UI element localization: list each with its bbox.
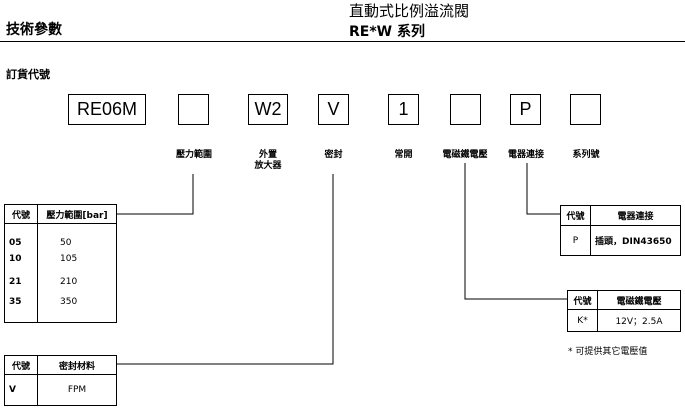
table-header-row: 代號 密封材料 xyxy=(4,355,117,375)
pressure-range-table: 代號 壓力範圍[bar] 05 10 21 35 50 105 210 350 xyxy=(4,204,117,323)
table-header-cell: 壓力範圍[bar] xyxy=(37,204,117,224)
table-header-cell: 代號 xyxy=(4,355,38,375)
table-row: P 插頭，DIN43650 xyxy=(560,225,681,256)
table-header-row: 代號 壓力範圍[bar] xyxy=(4,204,117,224)
series-title: RE*W 系列 xyxy=(349,24,425,40)
table-cell: K* xyxy=(567,309,598,332)
table-row: K* 12V；2.5A xyxy=(567,309,681,332)
table-cell: 35 xyxy=(9,297,22,307)
code-box-amplifier: W2 xyxy=(248,94,288,125)
seal-material-table: 代號 密封材料 V FPM xyxy=(4,355,117,406)
section-title: 訂貨代號 xyxy=(6,68,50,81)
label-connector: 電器連接 xyxy=(507,150,544,160)
code-box-series xyxy=(570,94,601,125)
table-cell: 21 xyxy=(9,277,22,287)
code-box-connector: P xyxy=(510,94,541,125)
table-header-cell: 電器連接 xyxy=(590,205,681,226)
table-cell: 50 xyxy=(60,238,72,248)
table-cell: 插頭，DIN43650 xyxy=(590,225,681,256)
label-pressure-range: 壓力範圍 xyxy=(175,150,212,160)
table-cell: 210 xyxy=(60,277,78,287)
line-seal xyxy=(117,174,334,365)
label-external-amplifier-line2: 放大器 xyxy=(254,161,282,171)
table-cell: V xyxy=(4,374,38,406)
connector-table: 代號 電器連接 P 插頭，DIN43650 xyxy=(560,205,681,256)
code-box-normally-open: 1 xyxy=(388,94,419,125)
product-title: 直動式比例溢流閥 xyxy=(349,2,470,20)
table-cell: 10 xyxy=(9,254,22,264)
table-cell: 12V；2.5A xyxy=(597,309,681,332)
table-cell: 105 xyxy=(60,254,78,264)
voltage-footnote: * 可提供其它電壓值 xyxy=(568,347,648,357)
table-header-row: 代號 電器連接 xyxy=(560,205,681,226)
table-body: 05 10 21 35 50 105 210 350 xyxy=(4,223,117,323)
value-column: 50 105 210 350 xyxy=(37,223,117,323)
table-header-cell: 代號 xyxy=(4,204,38,224)
label-seal: 密封 xyxy=(324,150,343,160)
table-header-row: 代號 電磁鐵電壓 xyxy=(567,290,681,310)
table-header-cell: 電磁鐵電壓 xyxy=(597,290,681,310)
label-normally-open: 常開 xyxy=(394,150,413,160)
line-connector xyxy=(526,163,560,215)
line-pressure xyxy=(117,174,194,215)
page-heading: 技術參數 xyxy=(6,22,62,38)
code-box-voltage xyxy=(450,94,481,125)
label-external-amplifier: 外置 放大器 xyxy=(248,150,288,172)
code-box-seal: V xyxy=(318,94,349,125)
table-row: V FPM xyxy=(4,374,117,406)
code-box-model: RE06M xyxy=(68,94,146,125)
label-solenoid-voltage: 電磁鐵電壓 xyxy=(442,150,488,160)
header-divider xyxy=(0,41,685,42)
table-header-cell: 密封材料 xyxy=(37,355,117,375)
table-cell: 05 xyxy=(9,238,22,248)
code-box-pressure xyxy=(178,94,209,125)
code-column: 05 10 21 35 xyxy=(4,223,38,323)
table-cell: P xyxy=(560,225,591,256)
label-series-number: 系列號 xyxy=(572,150,600,160)
label-external-amplifier-line1: 外置 xyxy=(258,150,277,160)
table-cell: 350 xyxy=(60,297,78,307)
line-voltage xyxy=(464,163,567,300)
table-header-cell: 代號 xyxy=(560,205,591,226)
table-cell: FPM xyxy=(37,374,117,406)
table-header-cell: 代號 xyxy=(567,290,598,310)
solenoid-voltage-table: 代號 電磁鐵電壓 K* 12V；2.5A xyxy=(567,290,681,332)
